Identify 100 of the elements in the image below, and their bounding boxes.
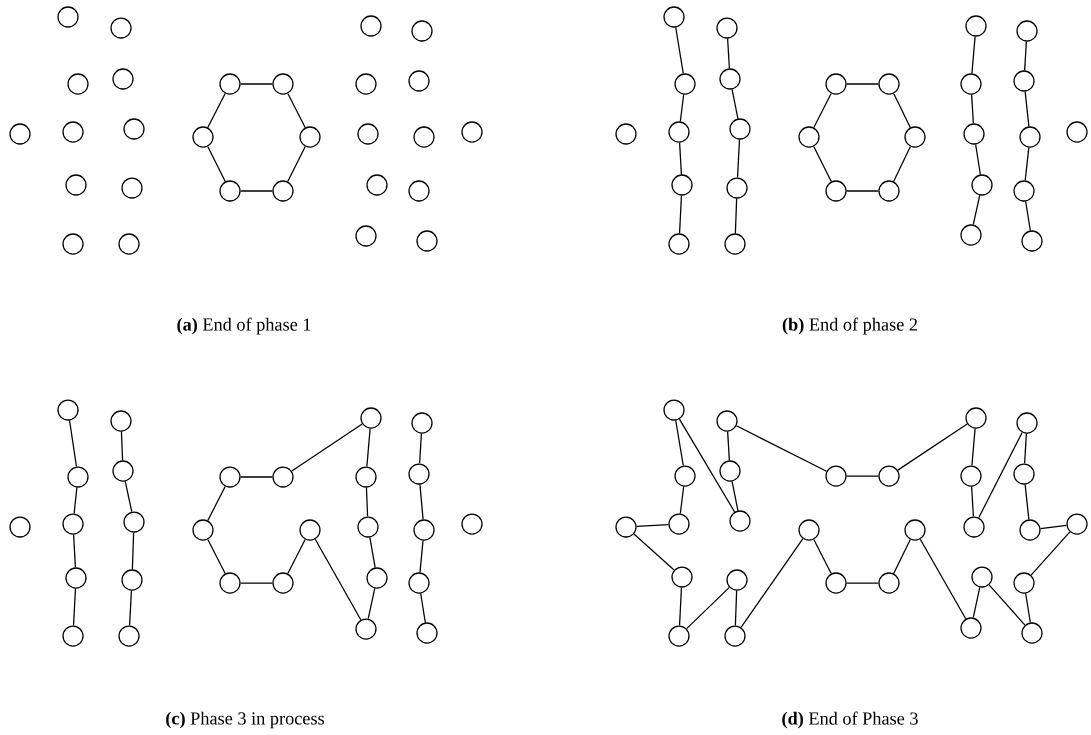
graph-edge — [1024, 483, 1030, 521]
vertex-circle — [719, 460, 741, 482]
graph-edge — [813, 145, 832, 183]
vertex-circle — [62, 625, 84, 647]
graph-edge — [68, 419, 78, 468]
graph-edge — [1024, 433, 1028, 465]
vertex-circle — [366, 174, 388, 196]
vertex-circle — [1066, 121, 1088, 143]
vertex-circle — [904, 126, 926, 148]
graph-edge — [678, 142, 683, 176]
vertex-circle — [615, 516, 637, 538]
graph-edge — [365, 487, 369, 518]
graph-edge — [919, 538, 967, 620]
graph-edge — [971, 427, 976, 467]
vertex-circle — [57, 6, 79, 28]
vertex-circle — [1013, 180, 1035, 202]
graph-edge — [978, 431, 1023, 519]
vertex-circle — [904, 519, 926, 541]
graph-edge — [972, 586, 981, 619]
subfigure-caption: (c) Phase 3 in process — [166, 711, 325, 729]
graph-edge — [207, 538, 226, 575]
vertex-circle — [671, 566, 693, 588]
vertex-circle — [272, 180, 294, 202]
vertex-circle — [408, 463, 430, 485]
vertex-circle — [965, 15, 987, 37]
vertex-circle — [192, 126, 214, 148]
vertex-circle — [355, 225, 377, 247]
graph-edge — [1025, 592, 1031, 624]
graph-edge — [846, 475, 879, 477]
graph-edge — [846, 190, 879, 192]
graph-edge — [988, 584, 1026, 626]
graph-edge — [287, 538, 306, 575]
vertex-circle — [798, 126, 820, 148]
graph-edge — [291, 423, 363, 472]
graph-edge — [207, 485, 226, 522]
graph-edge — [678, 195, 683, 235]
graph-edge — [740, 538, 804, 628]
vertex-circle — [1016, 20, 1038, 42]
vertex-circle — [408, 180, 430, 202]
graph-edge — [675, 419, 684, 467]
vertex-circle — [663, 6, 685, 28]
graph-edge — [734, 198, 738, 234]
vertex-circle — [112, 68, 134, 90]
vertex-circle — [65, 567, 87, 589]
vertex-circle — [299, 519, 321, 541]
graph-edge — [727, 38, 730, 70]
vertex-circle — [123, 511, 145, 533]
graph-edge — [734, 590, 738, 626]
graph-edge — [419, 539, 424, 574]
vertex-circle — [272, 73, 294, 95]
vertex-circle — [57, 399, 79, 421]
vertex-circle — [729, 118, 751, 140]
graph-edge — [120, 431, 124, 461]
graph-edge — [124, 480, 133, 513]
vertex-circle — [357, 123, 379, 145]
vertex-circle — [878, 465, 900, 487]
graph-edge — [633, 533, 675, 571]
vertex-circle — [960, 224, 982, 246]
graph-edge — [287, 145, 306, 183]
vertex-circle — [411, 20, 433, 42]
graph-edge — [419, 433, 422, 465]
vertex-circle — [726, 177, 748, 199]
graph-edge — [686, 586, 730, 630]
vertex-circle — [668, 121, 690, 143]
vertex-circle — [121, 569, 143, 591]
graph-edge — [893, 92, 911, 129]
vertex-circle — [192, 519, 214, 541]
vertex-circle — [825, 180, 847, 202]
vertex-circle — [716, 17, 738, 39]
vertex-circle — [357, 516, 379, 538]
vertex-circle — [118, 233, 140, 255]
vertex-circle — [716, 410, 738, 432]
vertex-circle — [960, 617, 982, 639]
vertex-circle — [1016, 412, 1038, 434]
vertex-circle — [411, 412, 433, 434]
vertex-circle — [413, 519, 435, 541]
vertex-circle — [963, 123, 985, 145]
graph-edge — [1024, 90, 1030, 128]
graph-edge — [679, 485, 685, 515]
graph-edge — [1039, 524, 1068, 530]
graph-edge — [419, 483, 424, 521]
vertex-circle — [1013, 463, 1035, 485]
vertex-circle — [965, 407, 987, 429]
graph-edge — [636, 523, 670, 528]
graph-edge — [207, 145, 226, 183]
graph-edge — [678, 587, 683, 627]
vertex-circle — [1013, 572, 1035, 594]
graph-edge — [72, 534, 77, 569]
vertex-circle — [62, 233, 84, 255]
graph-edge — [736, 139, 741, 179]
vertex-circle — [668, 513, 690, 535]
graph-edge — [73, 486, 78, 515]
vertex-circle — [671, 174, 693, 196]
vertex-circle — [219, 180, 241, 202]
graph-edge — [240, 190, 273, 192]
vertex-circle — [960, 73, 982, 95]
vertex-circle — [272, 572, 294, 594]
graph-edge — [679, 93, 685, 123]
vertex-circle — [663, 399, 685, 421]
graph-edge — [972, 194, 981, 226]
